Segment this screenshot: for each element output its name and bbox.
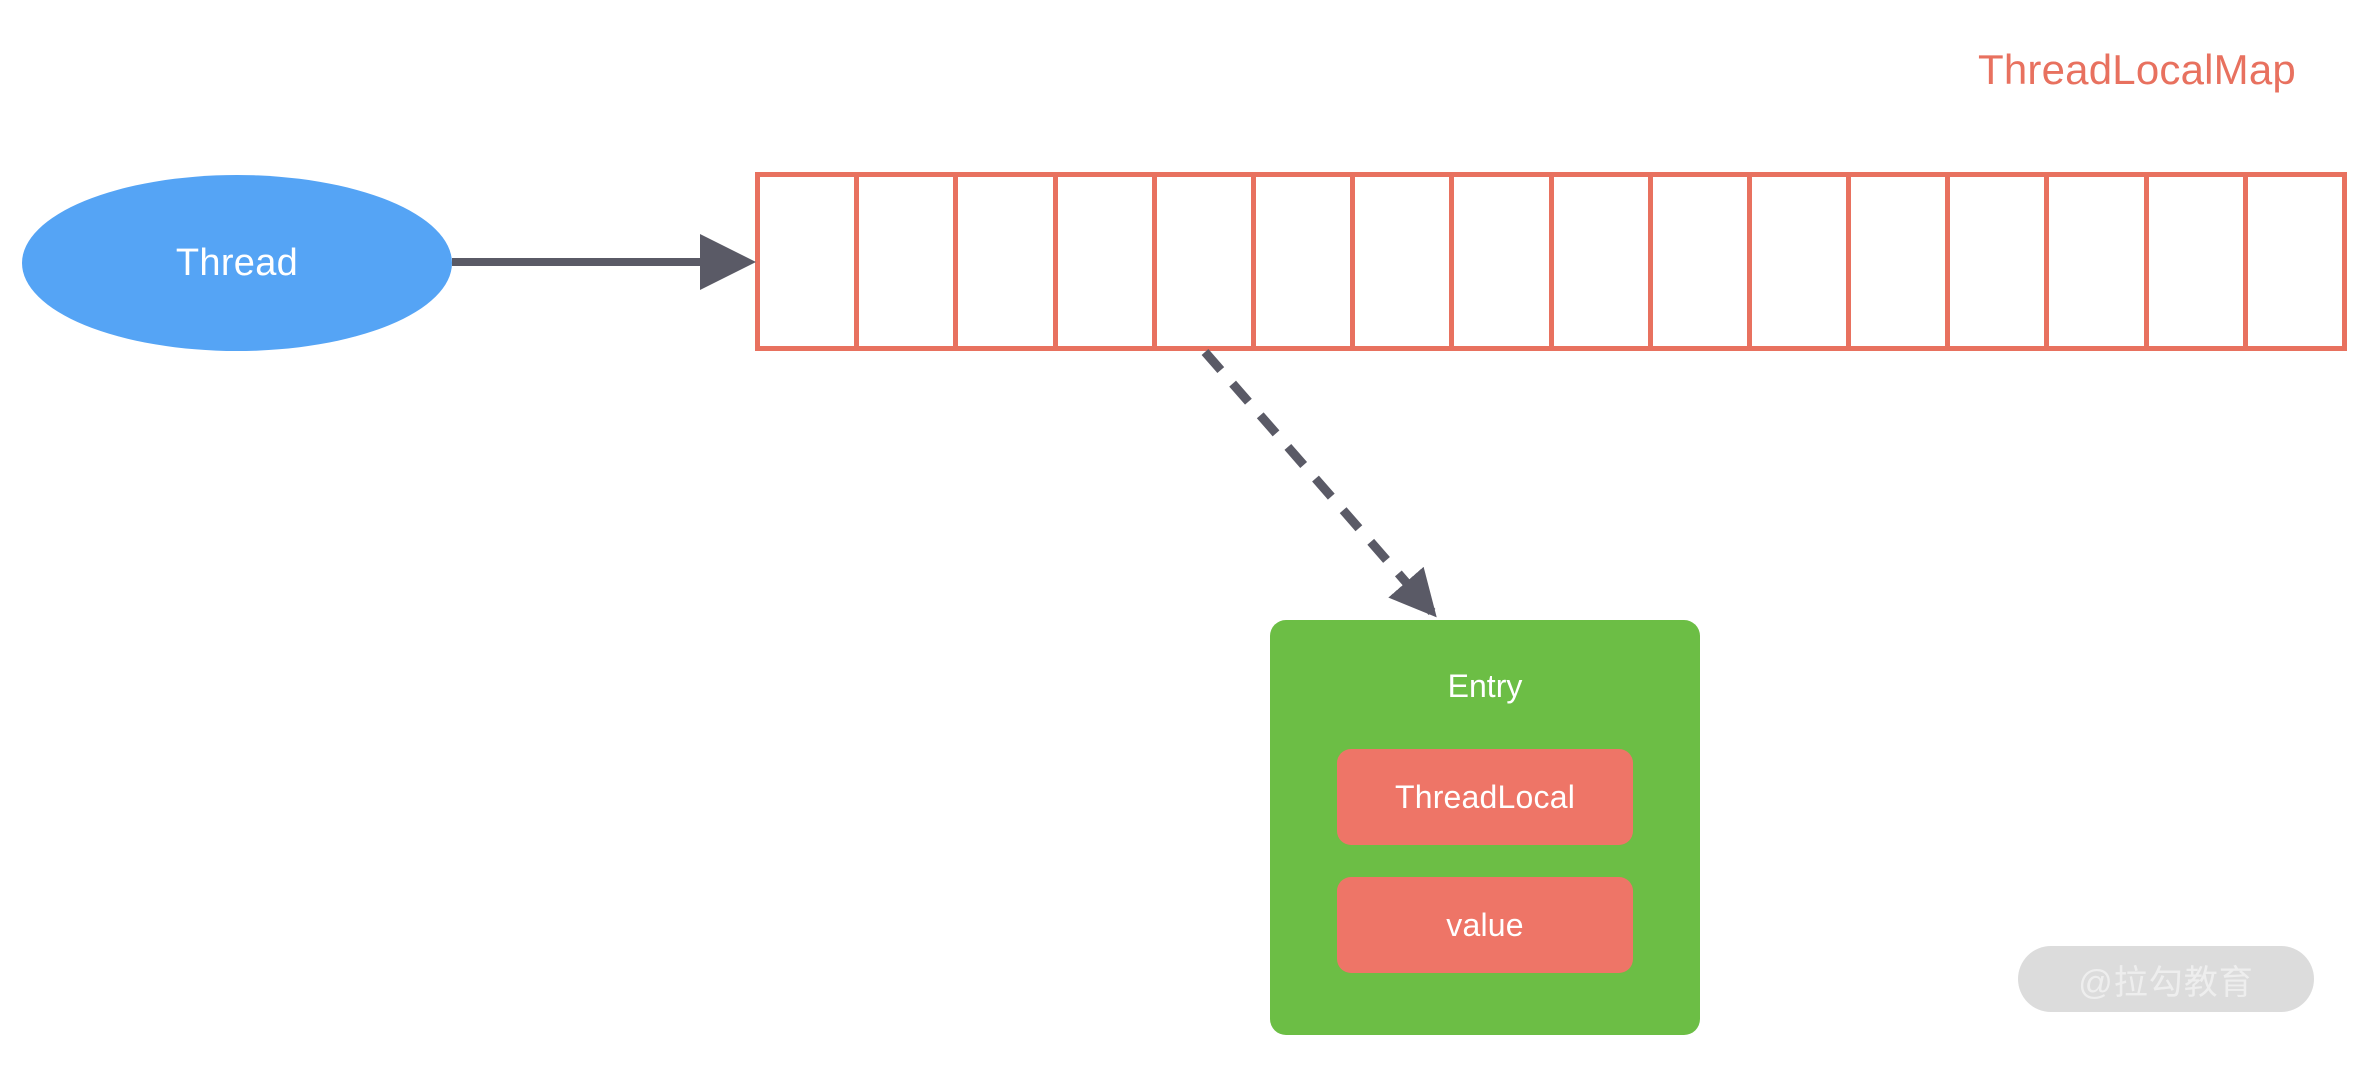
- array-cell[interactable]: [1553, 177, 1653, 346]
- threadlocalmap-array[interactable]: [755, 172, 2347, 351]
- array-cell[interactable]: [760, 177, 860, 346]
- entry-field-threadlocal-label: ThreadLocal: [1394, 778, 1576, 815]
- array-cell[interactable]: [1255, 177, 1356, 346]
- entry-node[interactable]: Entry ThreadLocal value: [1270, 620, 1700, 1035]
- thread-node-label: Thread: [175, 241, 299, 284]
- array-cell[interactable]: [1355, 177, 1455, 346]
- array-cell[interactable]: [1652, 177, 1752, 346]
- entry-field-threadlocal[interactable]: ThreadLocal: [1337, 749, 1633, 845]
- array-cell[interactable]: [2148, 177, 2248, 346]
- array-cell[interactable]: [1950, 177, 2050, 346]
- array-cell[interactable]: [1057, 177, 1157, 346]
- watermark-badge: @拉勾教育: [2018, 946, 2314, 1012]
- entry-node-title: Entry: [1447, 668, 1523, 704]
- array-cell[interactable]: [1751, 177, 1852, 346]
- thread-node[interactable]: Thread: [22, 175, 452, 351]
- watermark-text: @拉勾教育: [2078, 963, 2254, 1002]
- map-cell-to-entry-arrow: [1201, 349, 1437, 618]
- array-cell[interactable]: [1156, 177, 1256, 346]
- array-cell[interactable]: [2247, 177, 2342, 346]
- page-title: ThreadLocalMap: [1978, 46, 2296, 93]
- array-cell[interactable]: [2049, 177, 2149, 346]
- array-cell[interactable]: [1851, 177, 1951, 346]
- array-cell[interactable]: [859, 177, 959, 346]
- entry-field-value-label: value: [1446, 906, 1524, 943]
- entry-field-value[interactable]: value: [1337, 877, 1633, 973]
- array-cell[interactable]: [958, 177, 1058, 346]
- array-cell[interactable]: [1454, 177, 1554, 346]
